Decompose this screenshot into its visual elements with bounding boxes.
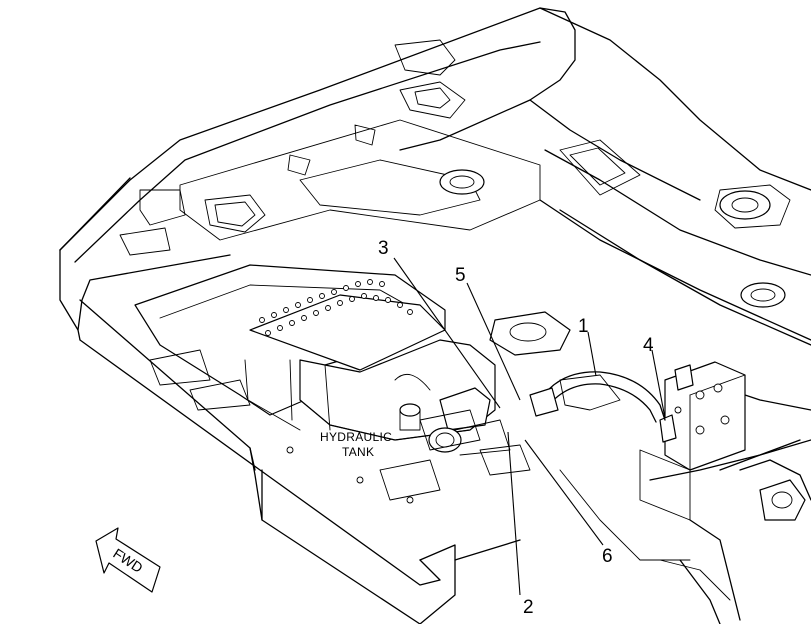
callout-6: 6	[602, 546, 613, 567]
mount-pads	[439, 169, 791, 411]
tank-label-line2: TANK	[342, 445, 374, 459]
side-details	[149, 349, 531, 504]
lower-structure	[559, 439, 811, 624]
cover-bolts	[259, 279, 413, 336]
tank-label-line1: HYDRAULIC	[320, 430, 392, 444]
deck-plates	[119, 39, 641, 256]
tank-label: HYDRAULIC TANK	[320, 430, 392, 459]
callout-1: 1	[578, 316, 589, 337]
leader-lines	[393, 257, 666, 596]
valve-assembly	[639, 361, 746, 521]
callout-5: 5	[455, 265, 466, 286]
callout-2: 2	[523, 597, 534, 618]
callout-3: 3	[378, 238, 389, 259]
fwd-direction-arrow: FWD	[95, 527, 161, 593]
upper-frame	[59, 7, 811, 624]
callout-4: 4	[643, 335, 654, 356]
hydraulic-hose	[529, 371, 666, 423]
hydraulic-tank	[134, 264, 511, 456]
callouts: 1 2 3 4 5 6	[378, 238, 654, 618]
